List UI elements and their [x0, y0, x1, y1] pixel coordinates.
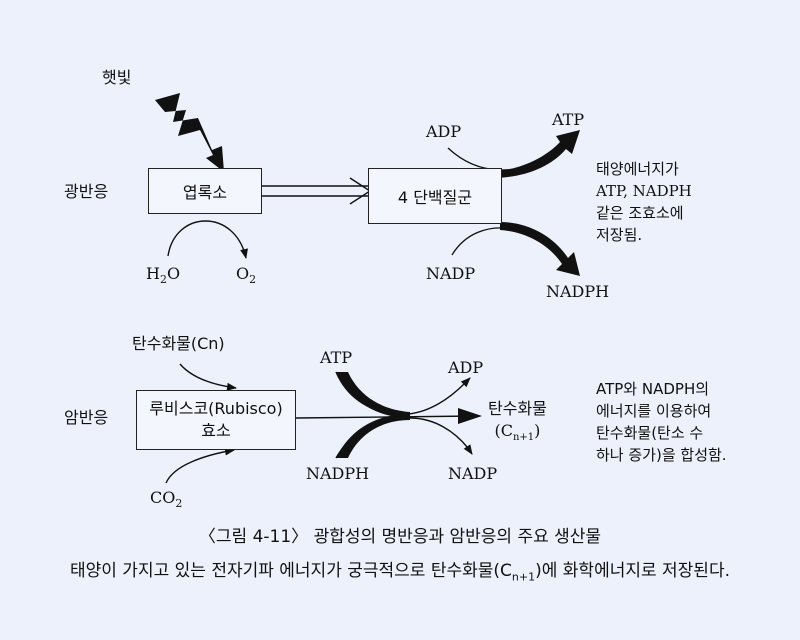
- atp-consumption-arrow: [335, 371, 471, 418]
- carbohydrate-input-arrow: [179, 363, 237, 391]
- nadp-output-label: NADP: [448, 464, 498, 483]
- lightning-bolt-icon: [155, 93, 224, 172]
- water-label: H2O: [146, 264, 181, 287]
- carbohydrate-input-label: 탄수화물(Cn): [132, 334, 225, 353]
- co2-label: CO2: [150, 488, 183, 511]
- nadph-synthesis-arrow: [451, 222, 580, 276]
- light-reaction-label: 광반응: [64, 182, 109, 201]
- figure-title: 〈그림 4-11〉 광합성의 명반응과 암반응의 주요 생산물: [198, 527, 602, 547]
- nadph-output-label: NADPH: [546, 282, 610, 301]
- dark-reaction-note: ATP와 NADPH의 에너지를 이용하여 탄수화물(탄소 수 하나 증가)을 …: [596, 380, 727, 464]
- co2-input-arrow: [165, 447, 235, 484]
- energy-transfer-arrow: [262, 177, 372, 205]
- enzyme-label: 효소: [201, 421, 231, 440]
- nadph-consumption-arrow: [335, 414, 473, 459]
- atp-output-label: ATP: [552, 110, 585, 129]
- figure-summary: 태양이 가지고 있는 전자기파 에너지가 궁극적으로 탄수화물(Cn+1)에 화…: [69, 561, 730, 584]
- adp-output-label: ADP: [448, 358, 484, 377]
- chlorophyll-box: 엽록소: [148, 168, 262, 214]
- nadp-input-label: NADP: [426, 264, 476, 283]
- oxygen-label: O2: [236, 264, 257, 287]
- light-reaction-note: 태양에너지가 ATP, NADPH 같은 조효소에 저장됨.: [596, 160, 692, 244]
- product-arrowhead: [458, 408, 482, 424]
- sunlight-label: 햇빛: [102, 68, 132, 87]
- rubisco-label: 루비스코(Rubisco): [149, 399, 283, 418]
- chlorophyll-label: 엽록소: [182, 183, 228, 202]
- rubisco-enzyme-box: 루비스코(Rubisco) 효소: [136, 390, 296, 450]
- protein-complex-box: 4 단백질군: [368, 168, 502, 224]
- adp-input-label: ADP: [426, 122, 462, 141]
- product-label: 탄수화물 (Cn+1): [488, 399, 547, 444]
- dark-reaction-label: 암반응: [64, 408, 109, 427]
- atp-input-label: ATP: [320, 348, 353, 367]
- water-split-arrow: [167, 220, 248, 259]
- nadph-input-label: NADPH: [306, 464, 370, 483]
- protein-complex-label: 4 단백질군: [397, 188, 473, 207]
